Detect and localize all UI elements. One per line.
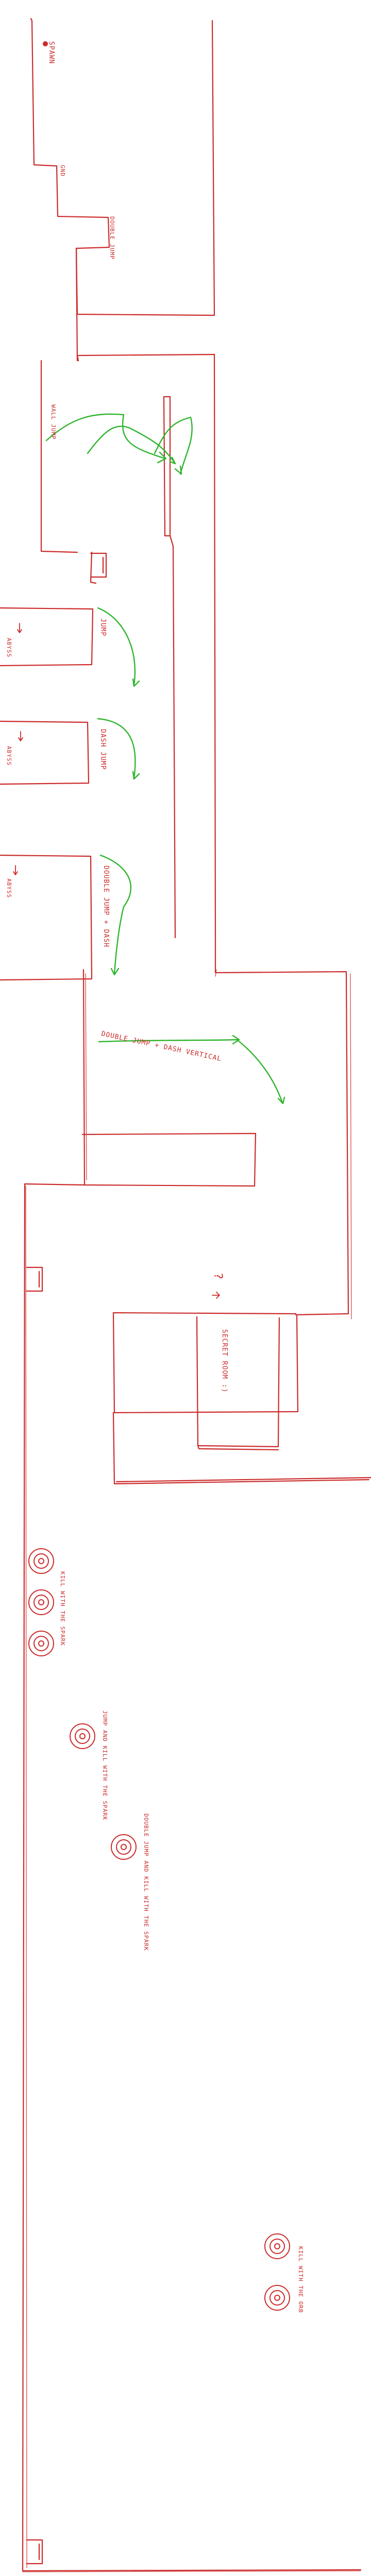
door-icon [26, 1266, 43, 1292]
abyss-label-2: ABYSS [6, 746, 12, 766]
secret-room-arrow [212, 1292, 220, 1299]
target-icon [28, 1589, 54, 1615]
door-icon [26, 2539, 43, 2565]
abyss-label-1: ABYSS [6, 638, 12, 657]
question-mark: ? [211, 1273, 224, 1279]
kill-spark-label: KILL WITH THE SPARK [59, 1571, 66, 1646]
secret-room-walls [196, 1316, 280, 1451]
shaft-left-wall [40, 360, 78, 553]
target-icon [28, 1631, 54, 1656]
double-jump-kill-spark-label: DOUBLE JUMP AND KILL WITH THE SPARK [143, 1814, 149, 1951]
dash-room-walls [22, 942, 362, 2572]
dash-jump-arrow [97, 718, 140, 780]
target-icon [28, 1548, 54, 1574]
double-jump-label: DOUBLE JUMP [109, 216, 115, 260]
door-ledge [90, 551, 97, 584]
ground-floor-right [112, 1412, 371, 1485]
secret-room-label: SECRET ROOM :) [221, 1329, 228, 1393]
target-icon [264, 2233, 290, 2259]
ledge-1 [0, 607, 94, 667]
door-icon [90, 552, 107, 578]
spawn-point-icon [43, 41, 48, 46]
double-jump-dash-label: DOUBLE JUMP + DASH [102, 866, 110, 947]
wall-jump-arrow-2 [87, 426, 176, 465]
spawn-label: SPAWN [47, 41, 55, 64]
start-shaft-left-wall [30, 18, 79, 362]
abyss-arrow-3 [13, 865, 18, 875]
kill-orb-label: KILL WITH THE ORB [297, 2246, 304, 2313]
target-icon [111, 1834, 137, 1860]
wall-jump-label: WALL JUMP [50, 404, 57, 440]
target-icon [264, 2285, 290, 2311]
target-icon [70, 1723, 95, 1749]
abyss-label-3: ABYSS [6, 878, 12, 898]
dash-jump-label: DASH JUMP [99, 729, 107, 770]
abyss-arrow-1 [17, 623, 22, 633]
ledge-3 [0, 854, 93, 981]
jump-label: JUMP [99, 618, 107, 636]
double-jump-dash-vertical-label: DOUBLE JUMP + DASH VERTICAL [100, 1030, 222, 1063]
dash-room-double-wall [85, 969, 352, 1319]
ledge-2 [0, 720, 90, 785]
start-shaft-walls [31, 20, 216, 944]
shaft-right-inner-wall [163, 396, 176, 939]
wall-jump-arrow [45, 413, 167, 464]
double-jump-dash-vertical-arrow [98, 1035, 285, 1105]
abyss-arrow-2 [18, 731, 23, 741]
double-jump-dash-arrow [99, 854, 132, 976]
ground-label: GND [59, 165, 66, 177]
jump-arrow [97, 607, 140, 687]
wall-jump-arrow-3 [154, 416, 193, 475]
jump-kill-spark-label: JUMP AND KILL WITH THE SPARK [102, 1710, 108, 1820]
long-shaft-double-wall [22, 1185, 361, 2572]
